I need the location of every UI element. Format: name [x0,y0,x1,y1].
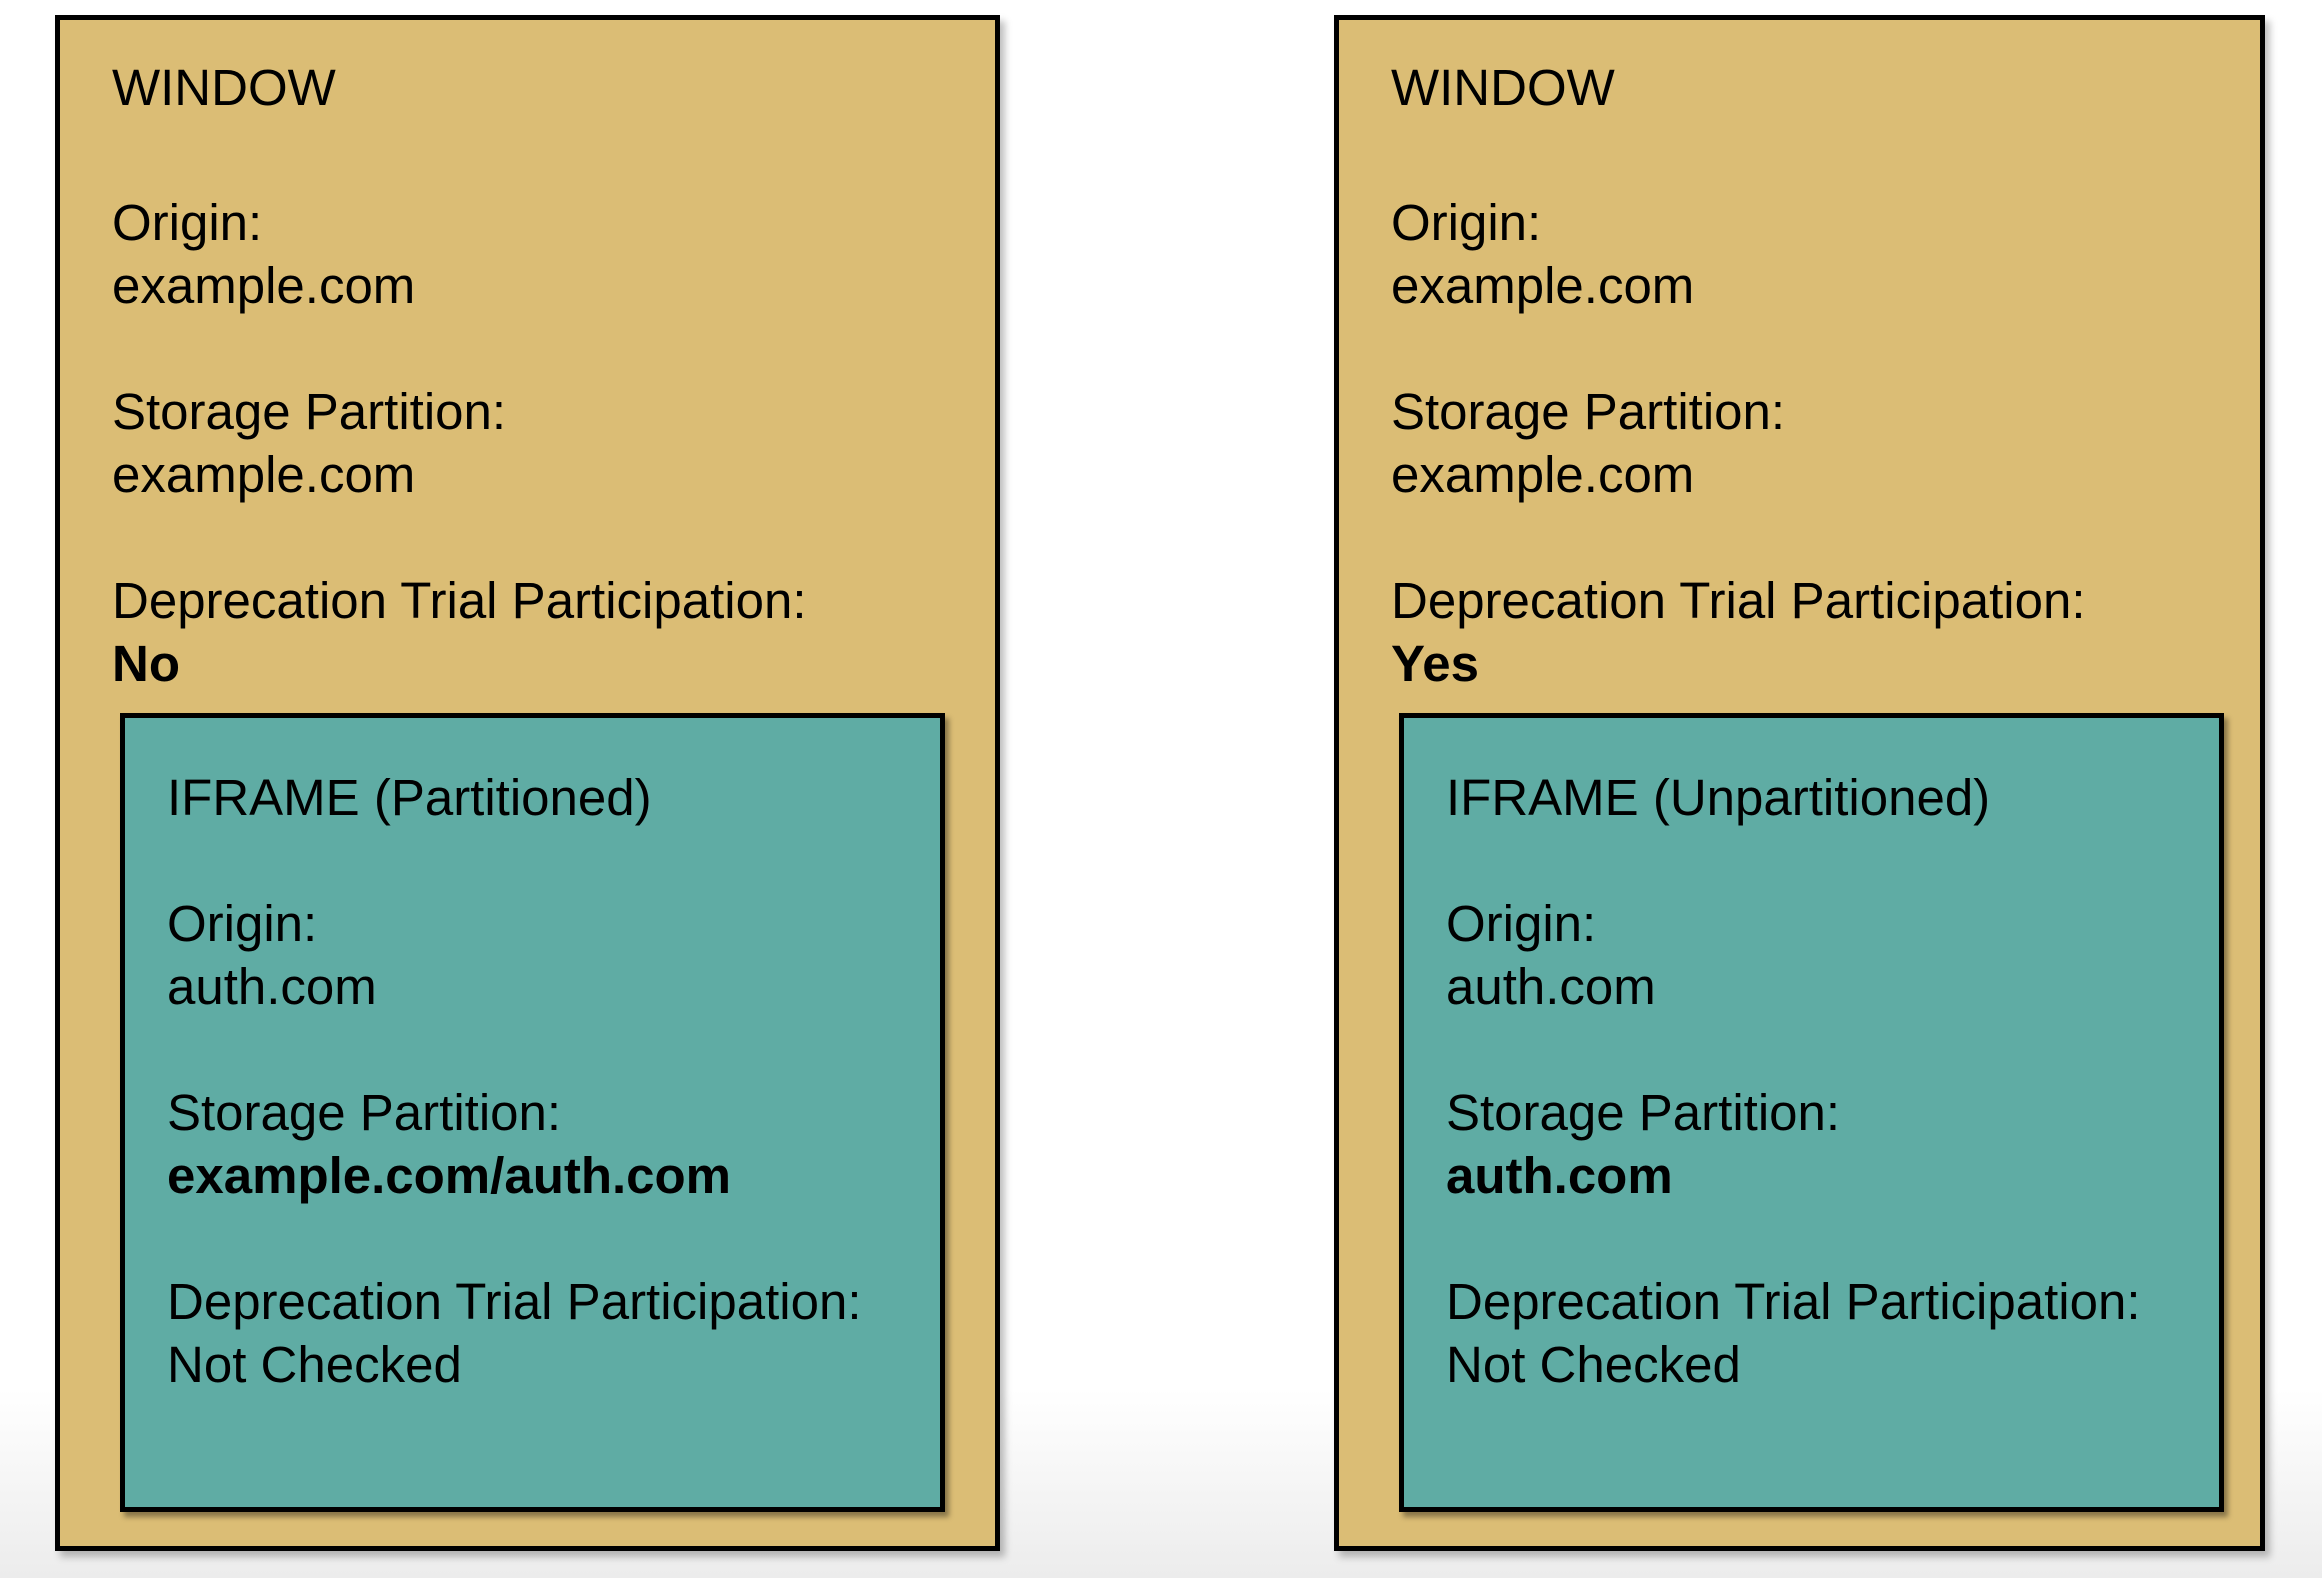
field-origin: Origin: example.com [1391,191,2210,317]
field-value: No [112,635,180,692]
field-value: example.com [112,446,416,503]
iframe-title: IFRAME (Unpartitioned) [1446,769,1991,826]
field-storage-partition: Storage Partition: example.com [112,380,945,506]
window-box-with-trial: WINDOW Origin: example.com Storage Parti… [1334,15,2265,1551]
field-label: Origin: [1446,895,1597,952]
field-value: auth.com [167,958,377,1015]
iframe-box-unpartitioned: IFRAME (Unpartitioned) Origin: auth.com … [1399,713,2224,1512]
field-deprecation-trial: Deprecation Trial Participation: Not Che… [1446,1270,2179,1396]
field-origin: Origin: auth.com [167,892,900,1018]
field-storage-partition: Storage Partition: example.com/auth.com [167,1081,900,1207]
field-value: example.com/auth.com [167,1147,732,1204]
iframe-title: IFRAME (Partitioned) [167,769,652,826]
field-value: auth.com [1446,958,1656,1015]
field-value: Not Checked [1446,1336,1741,1393]
field-label: Storage Partition: [112,383,507,440]
field-label: Deprecation Trial Participation: [112,572,807,629]
window-box-no-trial: WINDOW Origin: example.com Storage Parti… [55,15,1000,1551]
field-deprecation-trial: Deprecation Trial Participation: No [112,569,945,695]
field-label: Origin: [1391,194,1542,251]
field-value: example.com [112,257,416,314]
field-label: Storage Partition: [167,1084,562,1141]
field-label: Storage Partition: [1446,1084,1841,1141]
field-storage-partition: Storage Partition: auth.com [1446,1081,2179,1207]
field-value: Yes [1391,635,1479,692]
field-value: example.com [1391,446,1695,503]
field-label: Origin: [167,895,318,952]
field-value: auth.com [1446,1147,1673,1204]
field-storage-partition: Storage Partition: example.com [1391,380,2210,506]
field-label: Deprecation Trial Participation: [1391,572,2086,629]
field-deprecation-trial: Deprecation Trial Participation: Not Che… [167,1270,900,1396]
field-deprecation-trial: Deprecation Trial Participation: Yes [1391,569,2210,695]
field-label: Storage Partition: [1391,383,1786,440]
iframe-box-partitioned: IFRAME (Partitioned) Origin: auth.com St… [120,713,945,1512]
window-title: WINDOW [1391,59,1615,116]
field-value: Not Checked [167,1336,462,1393]
field-label: Origin: [112,194,263,251]
window-title: WINDOW [112,59,336,116]
field-origin: Origin: example.com [112,191,945,317]
field-value: example.com [1391,257,1695,314]
field-label: Deprecation Trial Participation: [167,1273,862,1330]
field-origin: Origin: auth.com [1446,892,2179,1018]
field-label: Deprecation Trial Participation: [1446,1273,2141,1330]
